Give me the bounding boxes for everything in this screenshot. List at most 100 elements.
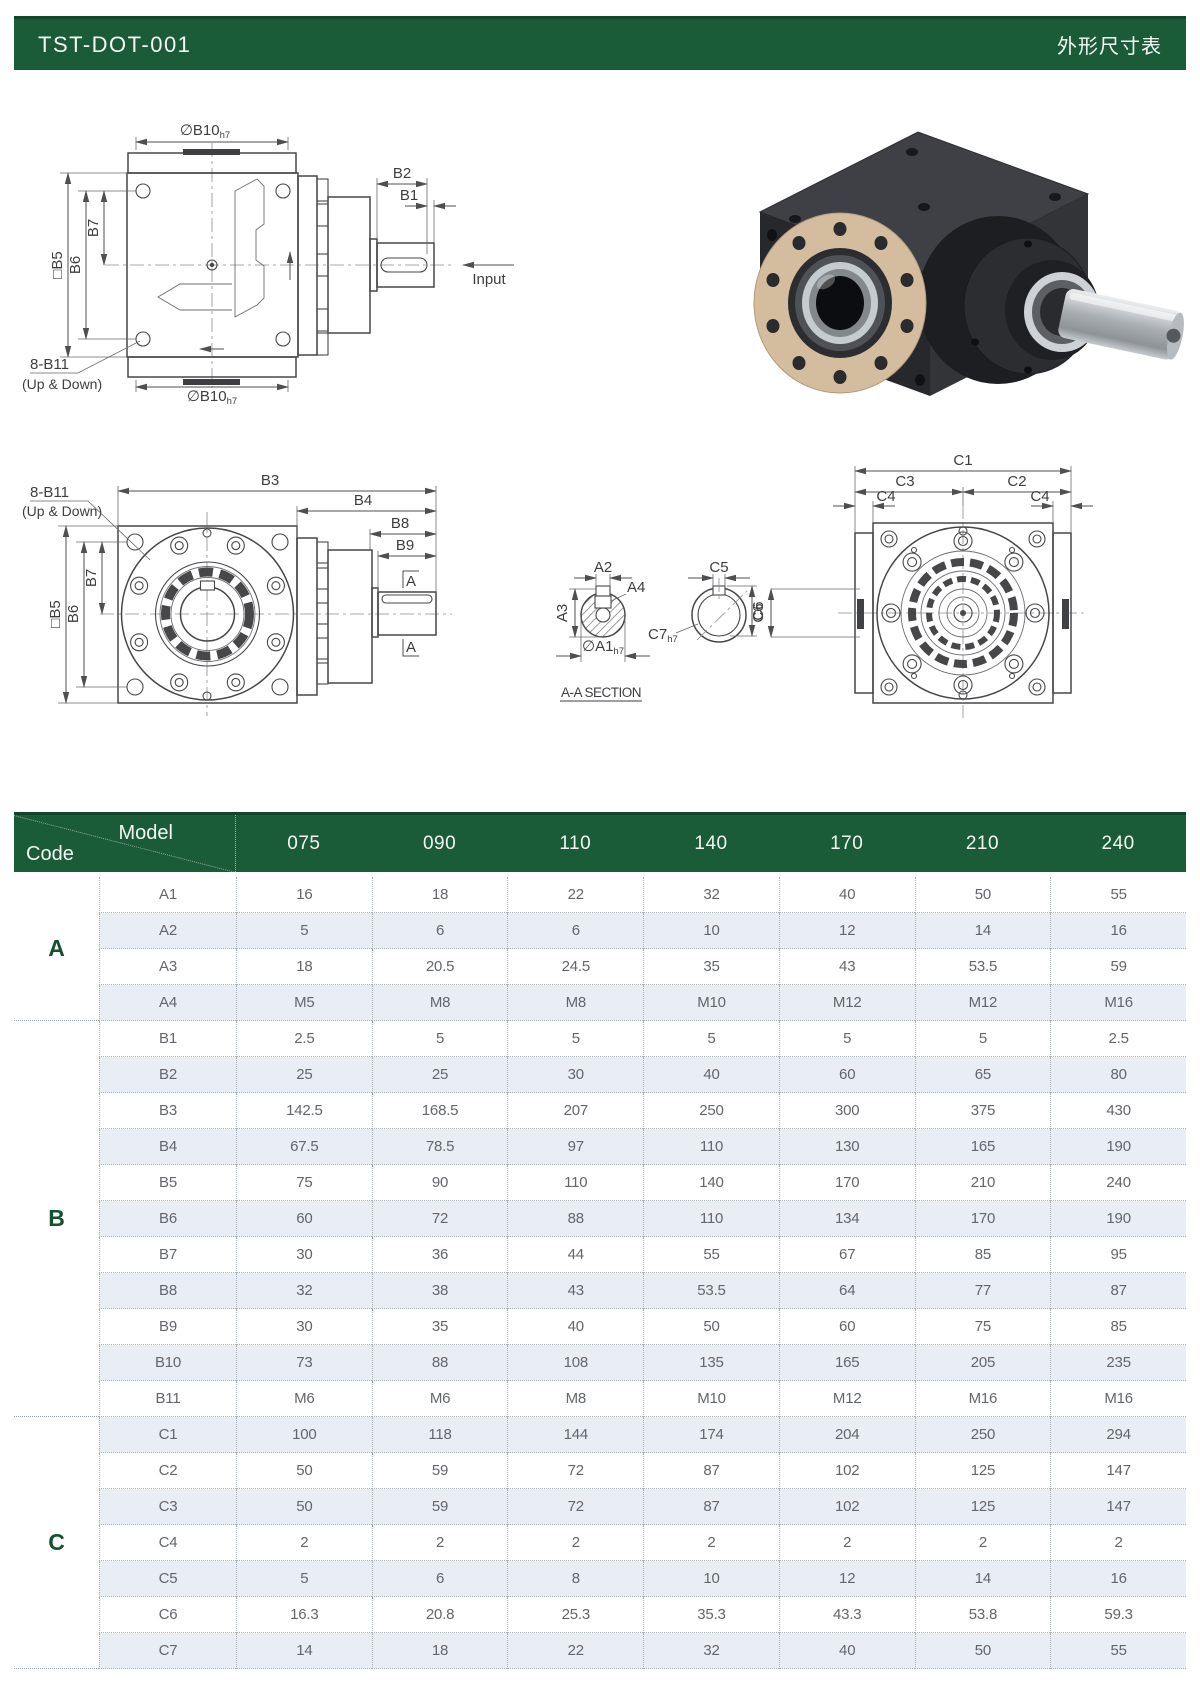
svg-text:B6: B6 bbox=[67, 256, 84, 274]
row-code: C1 bbox=[99, 1417, 236, 1453]
value-cell: 87 bbox=[643, 1489, 779, 1525]
input-label: Input bbox=[472, 271, 506, 288]
svg-text:C6: C6 bbox=[750, 603, 767, 622]
svg-text:B3: B3 bbox=[261, 472, 279, 489]
value-cell: 205 bbox=[914, 1345, 1051, 1381]
page-subtitle: 外形尺寸表 bbox=[1057, 36, 1162, 58]
value-cell: 44 bbox=[507, 1237, 644, 1273]
value-cell: 2 bbox=[507, 1525, 644, 1561]
value-cell: 95 bbox=[1050, 1237, 1186, 1273]
value-cell: 60 bbox=[236, 1201, 372, 1237]
value-cell: 50 bbox=[914, 1633, 1051, 1669]
value-cell: 110 bbox=[507, 1165, 644, 1201]
value-cell: 67 bbox=[778, 1237, 915, 1273]
value-cell: 35 bbox=[371, 1309, 508, 1345]
value-cell: 147 bbox=[1050, 1489, 1186, 1525]
value-cell: 300 bbox=[778, 1093, 915, 1129]
value-cell: M16 bbox=[914, 1381, 1051, 1417]
svg-text:B8: B8 bbox=[391, 515, 409, 532]
column-header: 140 bbox=[694, 832, 728, 854]
value-cell: 14 bbox=[914, 1561, 1051, 1597]
gearbox-3d-render bbox=[753, 131, 1184, 396]
value-cell: 2.5 bbox=[236, 1021, 372, 1057]
value-cell: 32 bbox=[643, 1633, 779, 1669]
table-corner-cell: Model Code bbox=[13, 815, 236, 873]
row-code: B3 bbox=[99, 1093, 236, 1129]
value-cell: 18 bbox=[371, 877, 508, 913]
svg-text:□B5: □B5 bbox=[47, 600, 64, 627]
value-cell: 207 bbox=[507, 1093, 644, 1129]
value-cell: 110 bbox=[643, 1201, 779, 1237]
svg-text:B2: B2 bbox=[393, 165, 411, 182]
column-header: 210 bbox=[965, 832, 1000, 854]
row-code: C3 bbox=[99, 1489, 236, 1525]
svg-text:B6: B6 bbox=[65, 605, 82, 623]
value-cell: 77 bbox=[914, 1273, 1051, 1309]
value-cell: 8 bbox=[507, 1561, 644, 1597]
value-cell: 40 bbox=[778, 1633, 915, 1669]
row-code: B9 bbox=[99, 1309, 236, 1345]
value-cell: 12 bbox=[778, 1561, 915, 1597]
section-letter: B bbox=[14, 1021, 99, 1417]
svg-text:∅A1h7: ∅A1h7 bbox=[582, 638, 624, 657]
row-code: C2 bbox=[99, 1453, 236, 1489]
row-code: A3 bbox=[99, 949, 236, 985]
value-cell: 250 bbox=[643, 1093, 779, 1129]
value-cell: 170 bbox=[778, 1165, 915, 1201]
top-view-drawing: ∅B10h7 B2 B1 Input □B5 B6 B7 8-B bbox=[22, 122, 514, 407]
bolt-note: 8-B11 bbox=[30, 356, 69, 373]
technical-drawings: ∅B10h7 B2 B1 Input □B5 B6 B7 8-B bbox=[22, 122, 1184, 718]
title-bar: TST-DOT-001 外形尺寸表 bbox=[14, 16, 1186, 70]
value-cell: 22 bbox=[507, 1633, 644, 1669]
value-cell: M6 bbox=[371, 1381, 508, 1417]
value-cell: 102 bbox=[778, 1453, 915, 1489]
row-code: B1 bbox=[99, 1021, 236, 1057]
svg-text:∅B10h7: ∅B10h7 bbox=[187, 388, 237, 407]
svg-text:A2: A2 bbox=[594, 559, 612, 576]
value-cell: 22 bbox=[507, 877, 644, 913]
row-code: B10 bbox=[99, 1345, 236, 1381]
value-cell: 130 bbox=[778, 1129, 915, 1165]
value-cell: 30 bbox=[236, 1309, 372, 1345]
value-cell: 60 bbox=[778, 1309, 915, 1345]
value-cell: 32 bbox=[643, 877, 779, 913]
svg-text:B4: B4 bbox=[354, 492, 372, 509]
value-cell: 75 bbox=[236, 1165, 372, 1201]
row-code: B11 bbox=[99, 1381, 236, 1417]
value-cell: 134 bbox=[778, 1201, 915, 1237]
value-cell: 2 bbox=[914, 1525, 1051, 1561]
value-cell: 6 bbox=[371, 1561, 508, 1597]
row-code: B2 bbox=[99, 1057, 236, 1093]
value-cell: 64 bbox=[778, 1273, 915, 1309]
svg-text:∅B10h7: ∅B10h7 bbox=[180, 122, 230, 141]
svg-text:C5: C5 bbox=[709, 559, 728, 576]
value-cell: 40 bbox=[507, 1309, 644, 1345]
svg-text:B7: B7 bbox=[83, 569, 100, 587]
value-cell: 2 bbox=[236, 1525, 372, 1561]
value-cell: 118 bbox=[371, 1417, 508, 1453]
value-cell: 16 bbox=[1050, 1561, 1186, 1597]
value-cell: 50 bbox=[643, 1309, 779, 1345]
value-cell: 5 bbox=[236, 913, 372, 949]
value-cell: 40 bbox=[778, 877, 915, 913]
value-cell: 125 bbox=[914, 1489, 1051, 1525]
value-cell: 6 bbox=[507, 913, 644, 949]
corner-code-label: Code bbox=[26, 843, 74, 865]
row-code: C5 bbox=[99, 1561, 236, 1597]
value-cell: 10 bbox=[643, 913, 779, 949]
row-code: B5 bbox=[99, 1165, 236, 1201]
bore-section-detail: C5 C6 C7h7 bbox=[648, 559, 767, 645]
value-cell: M10 bbox=[643, 985, 779, 1021]
svg-text:B9: B9 bbox=[396, 537, 414, 554]
value-cell: M16 bbox=[1050, 985, 1186, 1021]
value-cell: 30 bbox=[507, 1057, 644, 1093]
value-cell: 5 bbox=[778, 1021, 915, 1057]
value-cell: 50 bbox=[236, 1489, 372, 1525]
value-cell: 88 bbox=[371, 1345, 508, 1381]
svg-text:A: A bbox=[406, 573, 416, 590]
value-cell: 2 bbox=[1050, 1525, 1186, 1561]
value-cell: 144 bbox=[507, 1417, 644, 1453]
row-code: C7 bbox=[99, 1633, 236, 1669]
